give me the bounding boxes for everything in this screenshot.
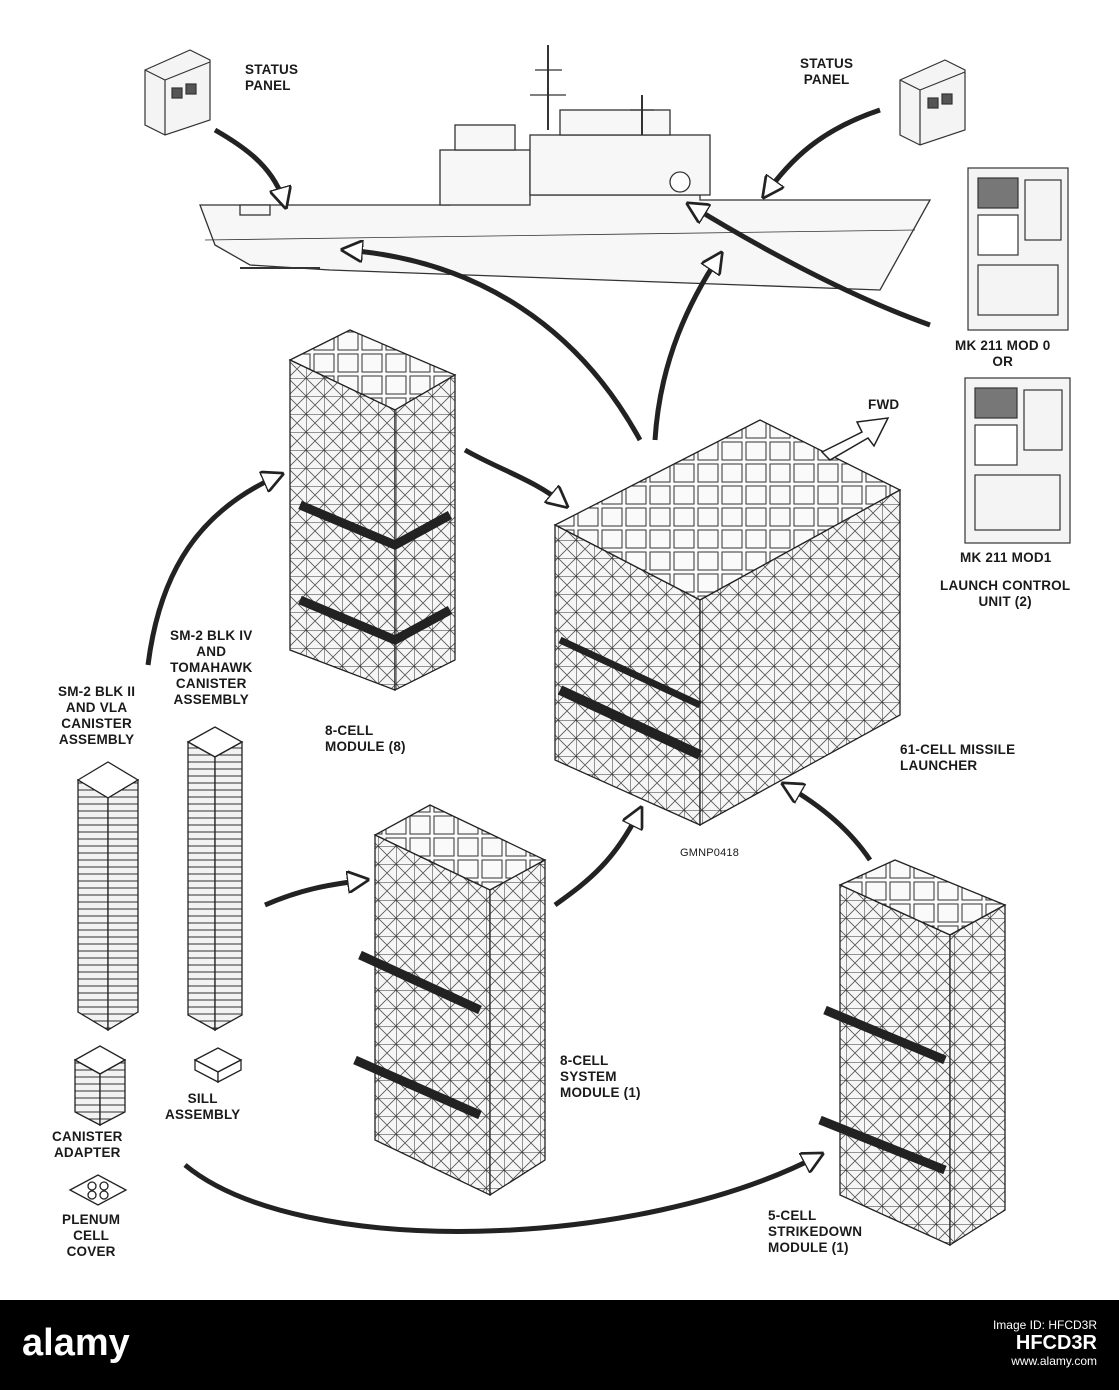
mk211-mod1-label: MK 211 MOD1 (960, 550, 1052, 565)
sm2-blk4-canister-illustration (186, 726, 244, 1032)
gmnp-code-label: GMNP0418 (680, 847, 740, 859)
ship-illustration (199, 45, 932, 291)
diagram-artwork (68, 45, 1071, 1247)
status-panel-left-illustration (144, 49, 211, 136)
system-module-illustration (353, 804, 547, 1197)
plenum-cover-illustration (68, 1174, 128, 1206)
status-panel-right-illustration (899, 59, 966, 146)
eight-cell-module-illustration (288, 329, 457, 692)
stock-banner (0, 1300, 1119, 1390)
image-id-label: Image ID: HFCD3R (992, 1318, 1097, 1332)
canister-adapter-illustration (73, 1045, 127, 1127)
sixty-one-cell-launcher-illustration (553, 419, 902, 827)
fwd-label: FWD (868, 397, 900, 412)
site-url: www.alamy.com (1011, 1354, 1097, 1368)
flow-arrows (145, 107, 931, 1234)
sill-assembly-illustration (193, 1047, 243, 1084)
strikedown-module-illustration (818, 859, 1007, 1247)
alamy-watermark: alamy (22, 1322, 130, 1364)
mk211-mod1-illustration (964, 377, 1071, 544)
image-code: HFCD3R (1015, 1332, 1097, 1354)
sm2-blk2-canister-illustration (76, 761, 140, 1032)
fwd-arrow (820, 417, 890, 461)
mk211-mod0-illustration (967, 167, 1069, 331)
image-id-block: Image ID: HFCD3R HFCD3R www.alamy.com (993, 1318, 1097, 1368)
